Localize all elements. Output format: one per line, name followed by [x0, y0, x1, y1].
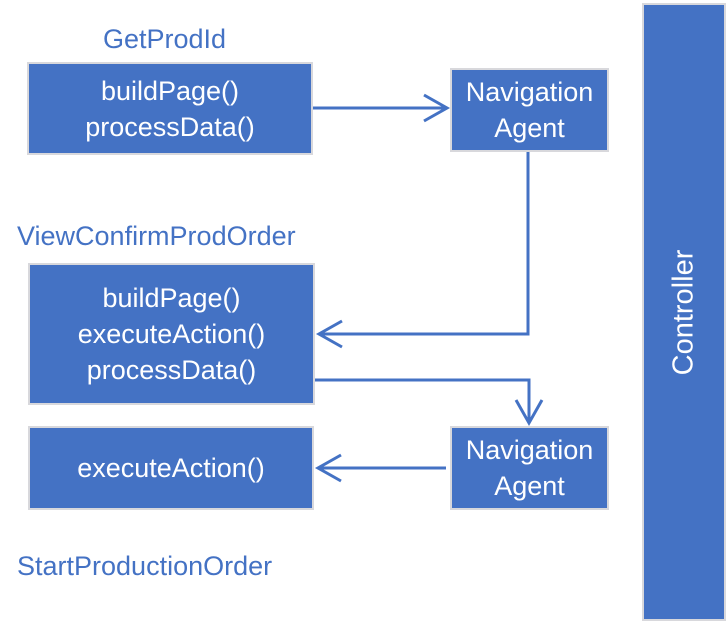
method-buildpage: buildPage() [102, 283, 241, 313]
label-view-confirm-prod-order: ViewConfirmProdOrder [17, 221, 296, 251]
arrow-navagent-to-startproduction [314, 453, 446, 483]
box-start-production-page: executeAction() [28, 426, 314, 510]
method-processdata: processData() [85, 111, 255, 142]
arrow-navagent-to-viewconfirm [315, 152, 530, 349]
navigation-agent-line1: Navigation [465, 435, 594, 465]
navigation-agent-line1: Navigation [465, 77, 594, 107]
method-buildpage: buildPage() [100, 75, 240, 106]
arrow-viewconfirm-to-navagent [315, 378, 544, 427]
label-start-production-order: StartProductionOrder [17, 551, 273, 581]
controller-bar: Controller [642, 3, 726, 621]
box-view-confirm-page: buildPage() executeAction() processData(… [28, 263, 315, 405]
method-executeaction: executeAction() [77, 319, 266, 349]
box-get-prod-id-page: buildPage() processData() [27, 62, 313, 155]
label-get-prod-id: GetProdId [103, 24, 227, 54]
navigation-agent-line2: Agent [494, 113, 565, 143]
box-navigation-agent-bottom: Navigation Agent [450, 426, 609, 510]
method-executeaction: executeAction() [77, 453, 265, 483]
navigation-agent-line2: Agent [494, 471, 565, 501]
arrow-getprodid-to-navagent [313, 93, 451, 123]
controller-label: Controller [667, 249, 700, 375]
box-navigation-agent-top: Navigation Agent [450, 68, 609, 152]
method-processdata: processData() [86, 355, 257, 385]
